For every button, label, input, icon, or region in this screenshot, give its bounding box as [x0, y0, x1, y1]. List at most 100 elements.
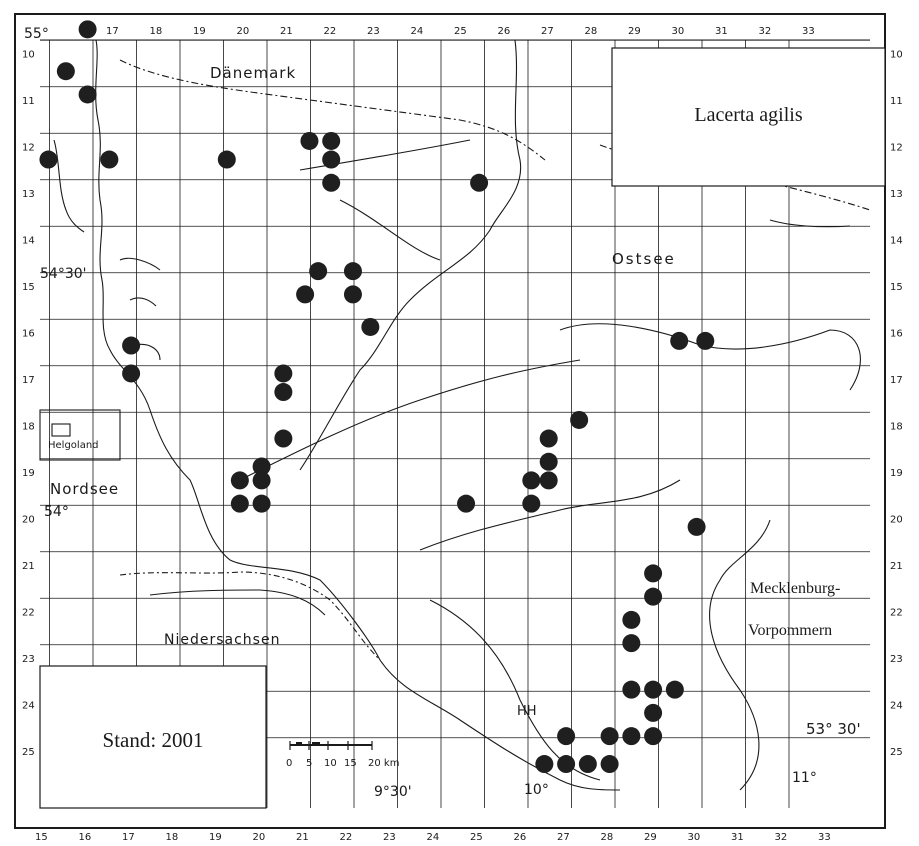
tick-bottom-27: 27 — [557, 832, 570, 843]
scale-tick-3: 15 — [344, 758, 357, 769]
status-date: Stand: 2001 — [102, 728, 204, 752]
record-dot — [696, 331, 715, 350]
record-dot — [539, 429, 558, 448]
record-dot — [78, 20, 97, 39]
tick-left-21: 21 — [22, 561, 35, 572]
tick-bottom-21: 21 — [296, 832, 309, 843]
record-dot — [557, 727, 576, 746]
record-dot — [644, 564, 663, 583]
record-dot — [622, 680, 641, 699]
species-name: Lacerta agilis — [694, 104, 803, 126]
record-dot — [252, 494, 271, 513]
record-dot — [217, 150, 236, 169]
tick-top-31: 31 — [715, 26, 728, 37]
label-hamburg: HH — [517, 704, 537, 719]
tick-top-17: 17 — [106, 26, 119, 37]
record-dot — [100, 150, 119, 169]
record-dot — [252, 471, 271, 490]
tick-left-12: 12 — [22, 142, 35, 153]
tick-bottom-28: 28 — [601, 832, 614, 843]
map-frame — [14, 13, 886, 829]
tick-right-16: 16 — [890, 328, 903, 339]
tick-bottom-19: 19 — [209, 832, 222, 843]
record-dot — [78, 85, 97, 104]
record-dot — [457, 494, 476, 513]
tick-right-14: 14 — [890, 235, 903, 246]
tick-bottom-32: 32 — [775, 832, 788, 843]
helgoland-island — [51, 423, 71, 437]
lon-11: 11° — [792, 770, 817, 786]
tick-bottom-31: 31 — [731, 832, 744, 843]
record-dot — [687, 517, 706, 536]
tick-top-22: 22 — [324, 26, 337, 37]
record-dot — [274, 429, 293, 448]
tick-top-20: 20 — [237, 26, 250, 37]
tick-left-23: 23 — [22, 654, 35, 665]
tick-top-33: 33 — [802, 26, 815, 37]
elbe-river — [119, 571, 381, 661]
tick-right-11: 11 — [890, 96, 903, 107]
label-mv-line1: Mecklenburg- — [750, 580, 841, 597]
tick-right-24: 24 — [890, 700, 903, 711]
tick-bottom-15: 15 — [35, 832, 48, 843]
tick-left-20: 20 — [22, 514, 35, 525]
record-dot — [343, 262, 362, 281]
scale-tick-0: 0 — [286, 758, 292, 769]
tick-bottom-22: 22 — [340, 832, 353, 843]
tick-right-25: 25 — [890, 747, 903, 758]
tick-left-11: 11 — [22, 96, 35, 107]
tick-bottom-16: 16 — [79, 832, 92, 843]
tick-bottom-30: 30 — [688, 832, 701, 843]
record-dot — [522, 471, 541, 490]
record-dot — [670, 331, 689, 350]
record-dot — [539, 452, 558, 471]
species-box — [611, 47, 886, 187]
lat-55: 55° — [24, 26, 49, 42]
record-dot — [665, 680, 684, 699]
record-dot — [622, 727, 641, 746]
record-dot — [539, 471, 558, 490]
coast-east — [559, 323, 861, 391]
helgoland-inset — [39, 409, 121, 461]
border-denmark — [119, 59, 546, 161]
label-baltic-sea: Ostsee — [612, 250, 676, 268]
record-dot — [274, 364, 293, 383]
river-trave — [419, 479, 681, 551]
record-dot — [522, 494, 541, 513]
record-dot — [309, 262, 328, 281]
tick-right-10: 10 — [890, 49, 903, 60]
tick-top-26: 26 — [498, 26, 511, 37]
tick-left-24: 24 — [22, 700, 35, 711]
label-mv-line2: Vorpommern — [748, 622, 833, 639]
tick-right-15: 15 — [890, 282, 903, 293]
scale-tick-4: 20 km — [368, 758, 399, 769]
tick-right-13: 13 — [890, 189, 903, 200]
tick-bottom-29: 29 — [644, 832, 657, 843]
tick-right-19: 19 — [890, 468, 903, 479]
lat-54: 54° — [44, 504, 69, 520]
elbe-south-bank — [149, 589, 326, 616]
record-dot — [578, 755, 597, 774]
record-dot — [230, 494, 249, 513]
record-dot — [322, 150, 341, 169]
record-dot — [56, 62, 75, 81]
lon-9-30: 9°30' — [374, 784, 412, 800]
tick-left-19: 19 — [22, 468, 35, 479]
record-dot — [296, 285, 315, 304]
tick-top-32: 32 — [759, 26, 772, 37]
tick-top-18: 18 — [150, 26, 163, 37]
tick-bottom-26: 26 — [514, 832, 527, 843]
tick-right-21: 21 — [890, 561, 903, 572]
tick-bottom-17: 17 — [122, 832, 135, 843]
coast-mv — [709, 519, 771, 791]
record-dot — [644, 680, 663, 699]
scale-tick-2: 10 — [324, 758, 337, 769]
record-dot — [343, 285, 362, 304]
tick-bottom-18: 18 — [166, 832, 179, 843]
river-bille — [429, 599, 601, 781]
tick-top-23: 23 — [367, 26, 380, 37]
label-helgoland: Helgoland — [48, 440, 99, 451]
tick-top-29: 29 — [628, 26, 641, 37]
record-dot — [122, 336, 141, 355]
